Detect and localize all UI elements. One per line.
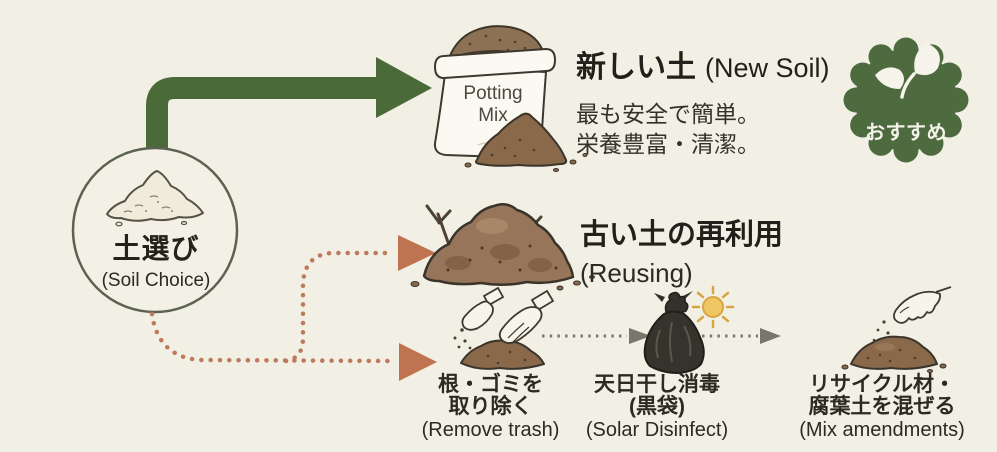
reuse-block: 古い土の再利用 (Reusing) bbox=[580, 211, 783, 289]
sprout-leaves-icon bbox=[875, 43, 940, 99]
step3-en: (Mix amendments) bbox=[799, 419, 965, 441]
new-soil-title-jp: 新しい土 bbox=[576, 51, 696, 84]
dashed-arrow-step1-step2 bbox=[542, 328, 651, 344]
new-soil-title: 新しい土 (New Soil) bbox=[576, 42, 830, 86]
bag-label-line2: Mix bbox=[478, 105, 508, 126]
hub-subtitle: (Soil Choice) bbox=[101, 270, 211, 291]
new-soil-title-en: (New Soil) bbox=[705, 53, 830, 83]
step3-jp-line1: リサイクル材・ bbox=[809, 373, 955, 396]
step2-jp-line1: 天日干し消毒 bbox=[594, 373, 720, 396]
step1-jp-line2: 取り除く bbox=[448, 395, 533, 418]
dotted-path-reuse bbox=[283, 235, 436, 364]
dashed-arrow-step2-step3 bbox=[702, 328, 781, 344]
step1-en: (Remove trash) bbox=[421, 419, 560, 441]
arrowhead-process bbox=[399, 343, 437, 381]
reuse-title-en: (Reusing) bbox=[580, 258, 693, 288]
step2-caption: 天日干し消毒 (黒袋) (Solar Disinfect) bbox=[568, 373, 746, 442]
step3-caption: リサイクル材・ 腐葉土を混ぜる (Mix amendments) bbox=[783, 373, 981, 442]
hub-label: 土選び (Soil Choice) bbox=[70, 227, 242, 292]
new-soil-desc-line2: 栄養豊富・清潔。 bbox=[576, 131, 760, 157]
soil-pile-sketch-icon bbox=[106, 170, 204, 227]
hand-sprinkling-soil-icon bbox=[841, 286, 952, 373]
potting-mix-bag-icon bbox=[433, 25, 588, 172]
bag-label: Potting Mix bbox=[452, 83, 534, 127]
new-soil-block: 新しい土 (New Soil) 最も安全で簡単。 栄養豊富・清潔。 bbox=[576, 42, 830, 159]
badge-label: おすすめ bbox=[865, 122, 947, 144]
arrowhead-reuse bbox=[398, 235, 436, 271]
green-arrow-new-soil bbox=[146, 57, 432, 150]
hub-title: 土選び bbox=[112, 233, 200, 264]
hub-circle bbox=[71, 146, 239, 314]
step3-jp-line2: 腐葉土を混ぜる bbox=[808, 395, 956, 418]
black-bag-sun-icon bbox=[643, 285, 735, 374]
reuse-title-jp: 古い土の再利用 bbox=[580, 219, 784, 251]
dotted-path-process bbox=[149, 311, 437, 381]
step2-jp-line2: (黒袋) bbox=[629, 395, 685, 418]
step2-en: (Solar Disinfect) bbox=[585, 419, 729, 441]
gloved-hands-removing-debris-icon bbox=[453, 286, 555, 370]
step1-jp-line1: 根・ゴミを bbox=[438, 373, 543, 396]
new-soil-desc-line1: 最も安全で簡単。 bbox=[576, 101, 760, 127]
old-soil-pile-twigs-icon bbox=[410, 202, 595, 291]
new-soil-description: 最も安全で簡単。 栄養豊富・清潔。 bbox=[576, 99, 830, 159]
step1-caption: 根・ゴミを 取り除く (Remove trash) bbox=[403, 373, 578, 442]
recommended-badge bbox=[843, 37, 969, 163]
bag-label-line1: Potting bbox=[463, 83, 523, 104]
